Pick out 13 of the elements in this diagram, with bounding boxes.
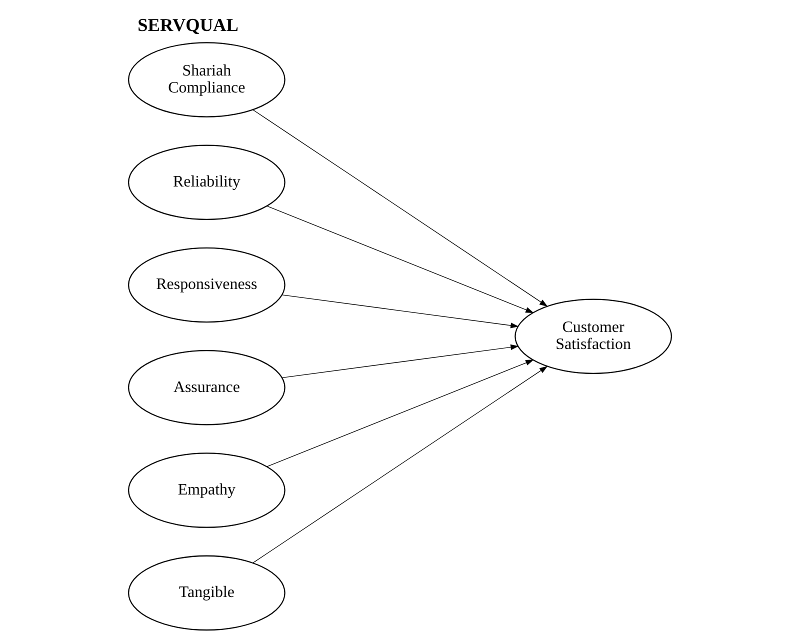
node-ellipse: Tangible <box>128 555 285 631</box>
node-ellipse: Empathy <box>128 452 285 528</box>
node-ellipse: Responsiveness <box>128 247 285 323</box>
node-ellipse: Assurance <box>128 350 285 426</box>
arrow <box>282 344 518 378</box>
arrow <box>252 366 548 564</box>
arrow <box>282 294 518 328</box>
node-ellipse: Reliability <box>128 144 285 220</box>
arrow <box>266 206 534 313</box>
node-ellipse: Shariah Compliance <box>128 42 285 118</box>
diagram-title: SERVQUAL <box>137 15 238 36</box>
arrow <box>252 110 548 307</box>
arrow <box>266 360 534 467</box>
